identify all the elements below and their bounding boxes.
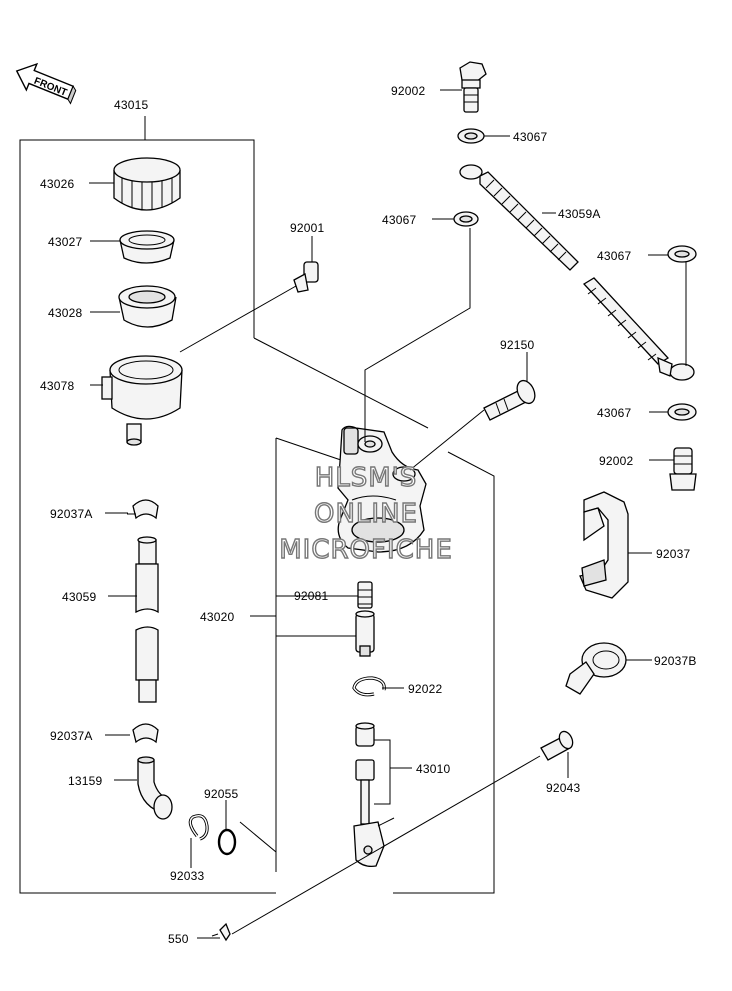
diaphragm-part bbox=[118, 285, 177, 328]
bolt-92150-part bbox=[483, 379, 536, 421]
label-43059A[interactable]: 43059A bbox=[558, 207, 601, 221]
label-92081[interactable]: 92081 bbox=[294, 589, 328, 603]
master-cylinder-part bbox=[337, 425, 427, 553]
reservoir-cap-part bbox=[113, 157, 181, 211]
washer-c-hole bbox=[674, 250, 690, 258]
label-43020[interactable]: 43020 bbox=[200, 610, 234, 624]
washer-d-hole bbox=[674, 408, 690, 416]
label-43078[interactable]: 43078 bbox=[40, 379, 74, 393]
label-43027[interactable]: 43027 bbox=[48, 235, 82, 249]
watermark: HLSM'S ONLINE MICROFICHE bbox=[279, 462, 453, 565]
hose-clamp-bottom-part bbox=[132, 723, 159, 744]
label-43067-b[interactable]: 43067 bbox=[382, 213, 416, 227]
leader-lines bbox=[89, 89, 687, 939]
watermark-line-1: HLSM'S bbox=[315, 463, 418, 493]
spring-92081-part bbox=[357, 581, 373, 609]
label-92022[interactable]: 92022 bbox=[408, 682, 442, 696]
label-92055[interactable]: 92055 bbox=[204, 787, 238, 801]
hose-clamp-92037B-part bbox=[565, 642, 627, 695]
label-13159[interactable]: 13159 bbox=[68, 774, 102, 788]
washer-a-hole bbox=[464, 132, 478, 140]
label-43015[interactable]: 43015 bbox=[114, 98, 148, 112]
diaphragm-plate-part bbox=[119, 230, 175, 264]
label-92043[interactable]: 92043 bbox=[546, 781, 580, 795]
label-92037[interactable]: 92037 bbox=[656, 547, 690, 561]
label-43067-a[interactable]: 43067 bbox=[513, 130, 547, 144]
brake-hose-part bbox=[459, 164, 695, 381]
label-43026[interactable]: 43026 bbox=[40, 177, 74, 191]
cotter-pin-part bbox=[211, 922, 231, 942]
circlip-92022-part bbox=[352, 676, 386, 697]
front-arrow-icon: FRONT bbox=[15, 62, 77, 105]
o-ring-part bbox=[217, 828, 237, 856]
label-43067-c[interactable]: 43067 bbox=[597, 249, 631, 263]
hose-elbow-part bbox=[137, 756, 173, 820]
bracket-part bbox=[579, 491, 629, 599]
label-92037A-bottom[interactable]: 92037A bbox=[50, 729, 93, 743]
label-92037A-top[interactable]: 92037A bbox=[50, 507, 93, 521]
piston-part bbox=[355, 610, 375, 657]
label-43059[interactable]: 43059 bbox=[62, 590, 96, 604]
watermark-line-3: MICROFICHE bbox=[279, 535, 453, 565]
label-92002-bottom[interactable]: 92002 bbox=[599, 454, 633, 468]
part-labels: 43015 43026 43027 43028 43078 92037A 430… bbox=[40, 84, 697, 946]
watermark-line-2: ONLINE bbox=[314, 499, 418, 529]
label-43028[interactable]: 43028 bbox=[48, 306, 82, 320]
label-92033[interactable]: 92033 bbox=[170, 869, 204, 883]
assembly-frame bbox=[19, 116, 495, 894]
push-rod-part bbox=[353, 722, 385, 868]
circlip-part bbox=[188, 814, 209, 841]
banjo-bolt-bottom-part bbox=[669, 447, 697, 491]
label-43010[interactable]: 43010 bbox=[416, 762, 450, 776]
clevis-pin-part bbox=[540, 730, 574, 761]
reservoir-hose-part bbox=[135, 536, 159, 703]
bolt-92001-part bbox=[293, 261, 319, 293]
label-550[interactable]: 550 bbox=[168, 932, 189, 946]
label-92001[interactable]: 92001 bbox=[290, 221, 324, 235]
reservoir-part bbox=[101, 355, 183, 446]
hose-clamp-top-part bbox=[127, 499, 159, 520]
label-92150[interactable]: 92150 bbox=[500, 338, 534, 352]
label-92037B[interactable]: 92037B bbox=[654, 654, 697, 668]
banjo-bolt-top-part bbox=[459, 61, 487, 113]
label-43067-d[interactable]: 43067 bbox=[597, 406, 631, 420]
washer-b-hole bbox=[459, 215, 473, 223]
label-92002-top[interactable]: 92002 bbox=[391, 84, 425, 98]
